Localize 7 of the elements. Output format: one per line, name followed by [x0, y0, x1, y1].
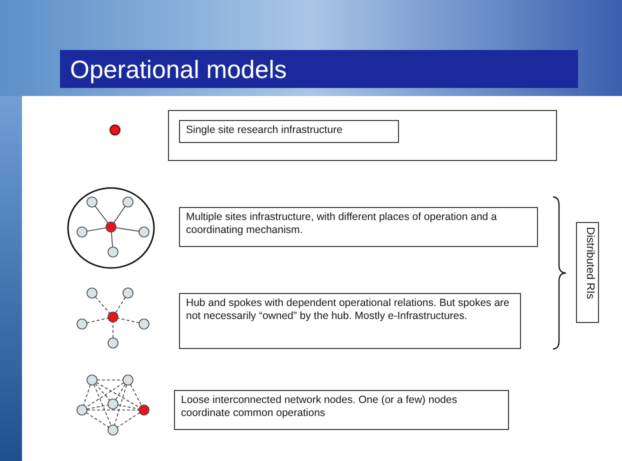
description-box: Hub and spokes with dependent operational relations. But spokes are not necessarily “owned” by the hub. Mostly e-Infrastructures. — [179, 293, 521, 349]
frame-box — [168, 110, 557, 161]
description-box: Loose interconnected network nodes. One (or a few) nodes coordinate common operations — [174, 390, 509, 430]
group-label-box: Distributed RIs — [576, 222, 599, 323]
slide-title: Operational models — [60, 50, 578, 88]
description-box: Multiple sites infrastructure, with different places of operation and a coordinating mechanism. — [179, 207, 538, 247]
description-box: Single site research infrastructure — [179, 120, 399, 143]
